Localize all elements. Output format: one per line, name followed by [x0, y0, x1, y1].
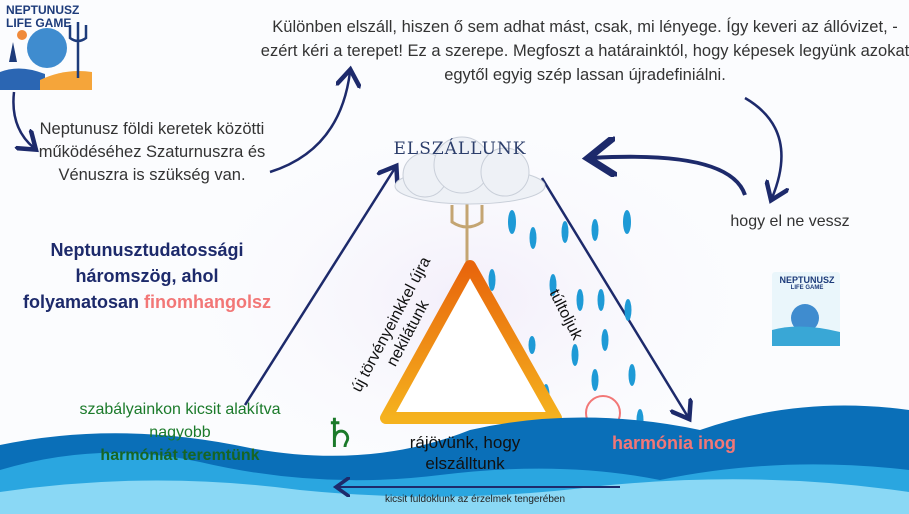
- top-text: Különben elszáll, hiszen ő sem adhat más…: [260, 18, 909, 84]
- small-logo-image: [772, 272, 840, 346]
- logo-image: [0, 22, 92, 90]
- venus-note: harmónia inog: [612, 433, 737, 453]
- saturn-icon: ♄: [322, 411, 358, 457]
- bottom-label: rájövünk, hogy elszálltunk: [409, 433, 521, 474]
- lost-note: hogy el ne vessz: [730, 213, 850, 230]
- cloud-icon: [394, 136, 546, 205]
- left-note: Neptunusz földi keretek közötti működésé…: [38, 120, 266, 185]
- cloud-label: ELSZÁLLUNK: [393, 139, 527, 159]
- diagram-title: Neptunusztudatossági háromszög, ahol fol…: [22, 240, 272, 313]
- trident-icon: [450, 196, 484, 262]
- triangle: [380, 260, 562, 424]
- sea-caption: kicsit fuldoklunk az érzelmek tengerében: [384, 494, 566, 505]
